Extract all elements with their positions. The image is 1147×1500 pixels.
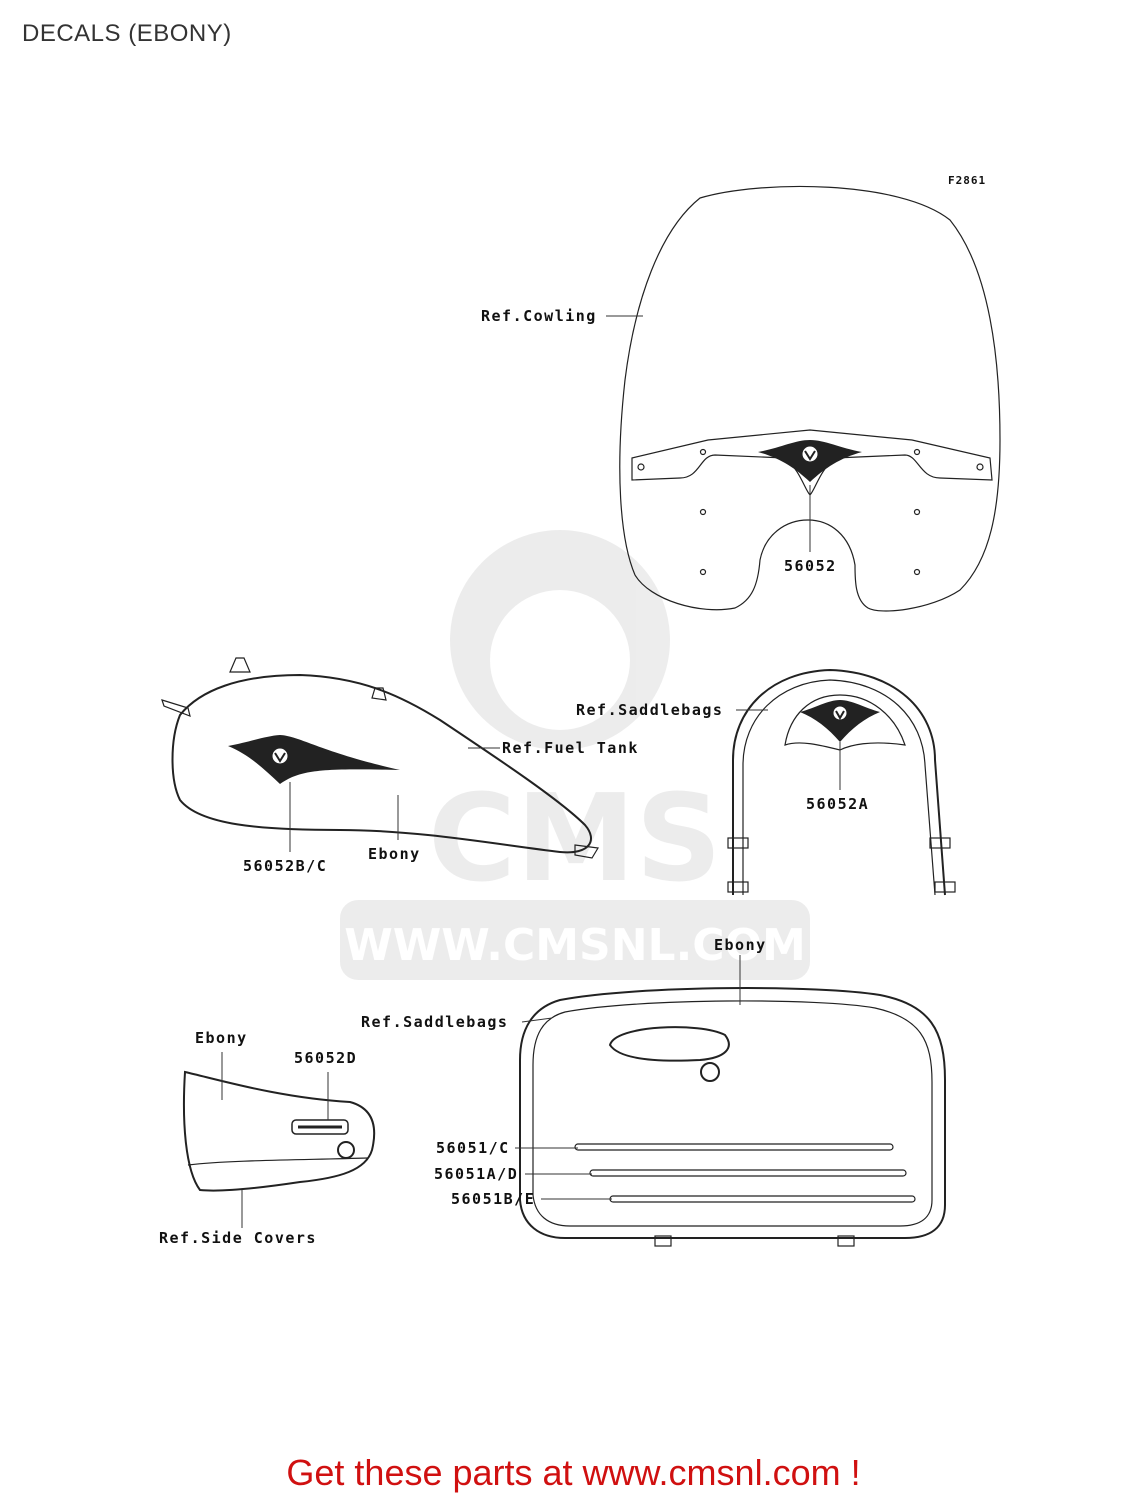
leader-ref-saddlebags-bottom [521,1017,553,1023]
windshield-hole [976,463,984,471]
watermark: CMS WWW.CMSNL.COM [340,530,810,980]
windshield-bracket [631,429,993,496]
saddlebag-foot [654,1235,672,1247]
footer-cta-link[interactable]: Get these parts at www.cmsnl.com ! [286,1452,861,1493]
windshield-hole [913,508,921,516]
label-ebony-side: Ebony [195,1029,248,1047]
sissy-bar-clamp [929,837,951,849]
watermark-badge [340,900,810,980]
saddlebag-latch [608,1026,730,1062]
fuel-tank-part [161,657,599,859]
saddlebag-lock [700,1062,720,1082]
windshield-hole [913,568,921,576]
label-ref-saddlebags-top: Ref.Saddlebags [576,701,723,719]
saddlebag-stripe-decal-ad [589,1169,907,1177]
watermark-mascot-head [450,530,670,750]
windshield-hole [637,463,645,471]
fuel-tank-cap [229,657,251,673]
figure-code: F2861 [948,174,986,187]
saddlebag-outline [519,987,946,1239]
sissy-bar-part [727,668,956,896]
label-56052: 56052 [784,557,837,575]
saddlebag-foot [837,1235,855,1247]
windshield-emblem-decal [758,440,862,482]
sissy-bar-clamp [727,837,749,849]
sissy-bar-clamp [934,881,956,893]
side-cover-bolt [337,1141,355,1159]
windshield-hole [699,508,707,516]
side-cover-inner-edge [187,1157,369,1166]
page-title: DECALS (EBONY) [22,20,232,47]
label-56052a: 56052A [806,795,869,813]
windshield-outline [619,185,1001,612]
sissy-bar-clamp [727,881,749,893]
fuel-tank-front-mount [161,699,191,717]
watermark-brand: CMS [428,770,722,909]
fuel-tank-rear-mount [574,844,599,859]
label-ebony-bag: Ebony [714,936,767,954]
label-ref-fuel-tank: Ref.Fuel Tank [502,739,639,757]
fuel-tank-outline [171,673,592,854]
saddlebag-part [519,987,946,1247]
sissy-bar-frame [732,668,946,896]
sissy-bar-inner [742,679,936,896]
label-56051ad: 56051A/D [434,1165,518,1183]
label-56052bc: 56052B/C [243,857,327,875]
side-cover-outline [182,1070,376,1192]
watermark-mascot-face [490,590,630,730]
side-cover-part [182,1070,376,1192]
fuel-tank-vent [371,687,387,701]
windshield-part [619,185,1001,612]
label-ebony-tank: Ebony [368,845,421,863]
label-ref-side-covers: Ref.Side Covers [159,1229,317,1247]
label-56051c: 56051/C [436,1139,510,1157]
saddlebag-stripe-decal-be [609,1195,916,1203]
label-ref-cowling: Ref.Cowling [481,307,597,325]
windshield-hole [699,568,707,576]
label-56052d: 56052D [294,1049,357,1067]
windshield-hole [913,448,921,456]
saddlebag-inner-outline [532,1000,933,1227]
watermark-url: WWW.CMSNL.COM [344,920,806,971]
fuel-tank-emblem-decal [228,735,400,784]
label-56051be: 56051B/E [451,1190,535,1208]
sissy-bar-emblem-decal [800,700,880,742]
side-cover-kawasaki-decal [291,1119,349,1135]
windshield-hole [699,448,707,456]
label-ref-saddlebags-bottom: Ref.Saddlebags [361,1013,508,1031]
sissy-bar-pad [784,694,906,751]
saddlebag-stripe-decal-c [574,1143,894,1151]
